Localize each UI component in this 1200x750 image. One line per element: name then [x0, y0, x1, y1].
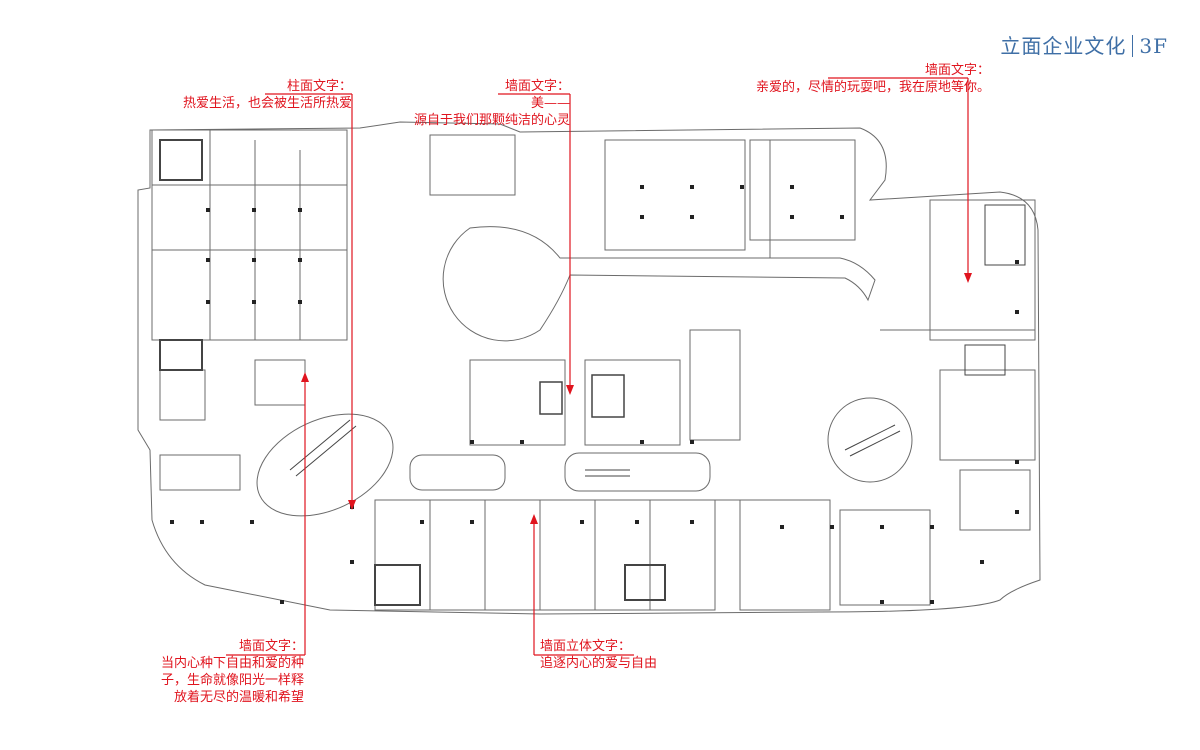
building-outline: [137, 121, 1041, 615]
annotation-line: 亲爱的，尽情的玩耍吧，我在原地等你。: [755, 80, 990, 95]
annotation-heading: 柱面文字：: [286, 79, 352, 94]
page-title: 立面企业文化 3F: [1000, 30, 1168, 59]
left-block: [151, 129, 348, 341]
void-left: [409, 454, 506, 491]
page-title-text: 立面企业文化: [1000, 34, 1127, 58]
annotation-line: 美——: [530, 96, 570, 111]
annotation-line: 子，生命就像阳光一样释: [160, 673, 304, 688]
annotation-wall-text-right: 墙面文字： 亲爱的，尽情的玩耍吧，我在原地等你。: [738, 62, 990, 96]
floor-label: 3F: [1139, 34, 1168, 58]
annotation-heading: 墙面立体文字：: [540, 639, 632, 654]
left-escalator-oval: [256, 413, 394, 517]
void-right: [564, 452, 711, 492]
title-divider: [1132, 35, 1134, 57]
atrium-loop: [442, 226, 876, 342]
annotation-heading: 墙面文字：: [924, 63, 990, 78]
annotation-line: 源自于我们那颗纯洁的心灵: [413, 113, 570, 128]
annotation-heading: 墙面文字：: [238, 639, 304, 654]
annotation-3d-wall-text: 墙面立体文字： 追逐内心的爱与自由: [540, 638, 657, 672]
annotation-line: 当内心种下自由和爱的种: [160, 656, 304, 671]
annotation-line: 放着无尽的温暖和希望: [173, 690, 304, 705]
annotation-column-text: 柱面文字： 热爱生活，也会被生活所热爱: [162, 78, 352, 112]
annotation-heading: 墙面文字：: [504, 79, 570, 94]
right-escalator-circle: [827, 397, 913, 483]
annotation-line: 热爱生活，也会被生活所热爱: [182, 96, 352, 111]
annotation-line: 追逐内心的爱与自由: [540, 656, 658, 671]
annotation-wall-text-left: 墙面文字： 当内心种下自由和爱的种 子，生命就像阳光一样释 放着无尽的温暖和希望: [142, 638, 304, 706]
annotation-wall-text-center: 墙面文字： 美—— 源自于我们那颗纯洁的心灵: [392, 78, 570, 129]
